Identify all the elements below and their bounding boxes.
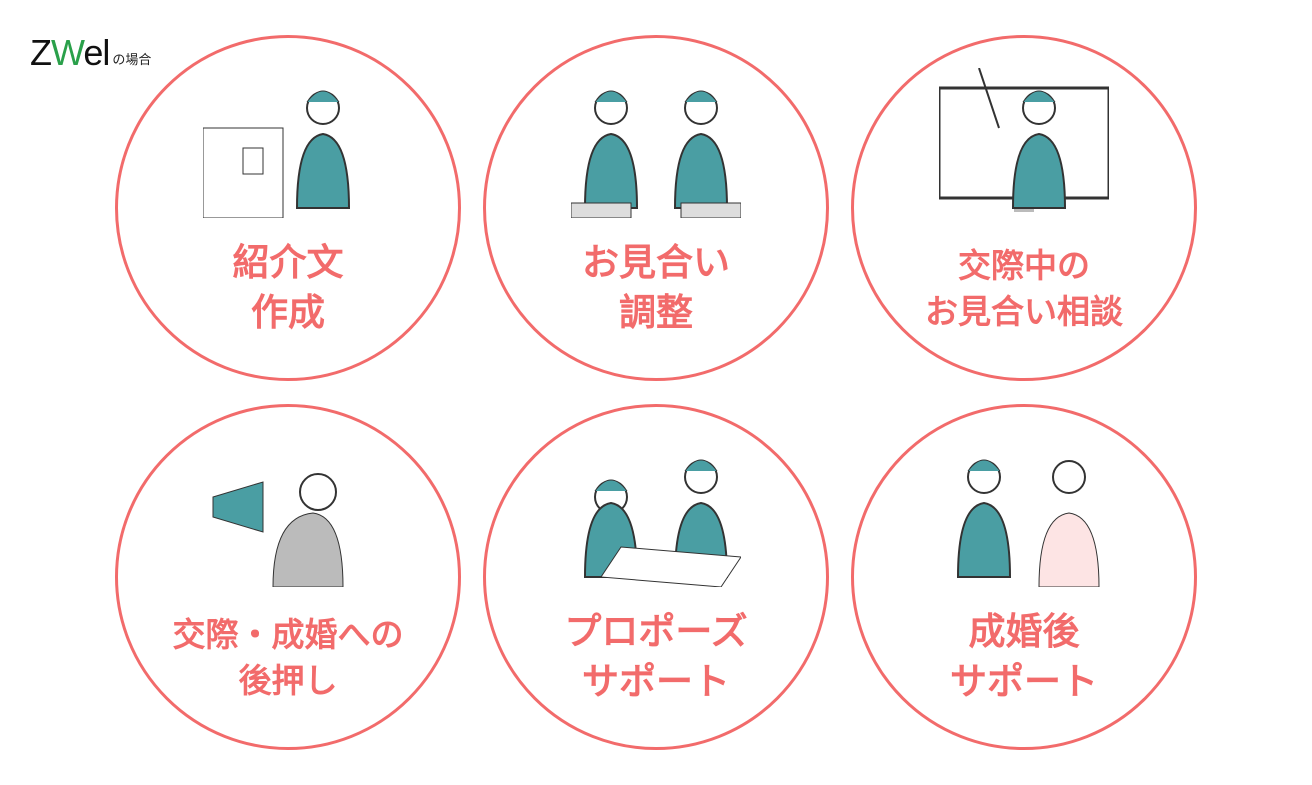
service-label-line2: 後押し (238, 661, 338, 700)
service-label-line1: 交際・成婚への (172, 615, 404, 654)
service-label-line1: 紹介文 (232, 241, 344, 284)
service-label-line2: お見合い相談 (925, 292, 1123, 331)
service-label: お見合い 調整 (486, 238, 826, 338)
happy-couple-icon (956, 459, 1100, 587)
service-label-line2: 作成 (251, 291, 325, 334)
service-circle: 成婚後 サポート (851, 404, 1197, 750)
writing-person-icon (203, 90, 351, 218)
service-label: 成婚後 サポート (854, 607, 1194, 707)
service-label: 交際中の お見合い相談 (854, 243, 1194, 335)
meeting-couple-icon (571, 90, 741, 218)
service-circle: お見合い 調整 (483, 35, 829, 381)
service-circle: プロポーズ サポート (483, 404, 829, 750)
service-circle: 交際中の お見合い相談 (851, 35, 1197, 381)
service-label-line2: サポート (950, 660, 1098, 703)
service-circle: 紹介文 作成 (115, 35, 461, 381)
service-label-line2: 調整 (619, 291, 693, 334)
logo-suffix: の場合 (112, 53, 152, 68)
service-label-line1: プロポーズ (564, 610, 748, 653)
service-label: プロポーズ サポート (486, 607, 826, 707)
online-advisor-icon (939, 68, 1109, 212)
service-label: 紹介文 作成 (118, 238, 458, 338)
megaphone-cheer-icon (212, 473, 344, 587)
service-label: 交際・成婚への 後押し (118, 612, 458, 704)
service-label-line1: 交際中の (958, 246, 1090, 285)
logo-brand: ZWel (30, 32, 110, 73)
service-label-line1: お見合い (582, 241, 730, 284)
consultation-desk-icon (583, 459, 741, 587)
service-circle: 交際・成婚への 後押し (115, 404, 461, 750)
zwei-logo: ZWel の場合 (30, 32, 152, 73)
service-label-line1: 成婚後 (968, 610, 1080, 653)
service-label-line2: サポート (582, 660, 730, 703)
